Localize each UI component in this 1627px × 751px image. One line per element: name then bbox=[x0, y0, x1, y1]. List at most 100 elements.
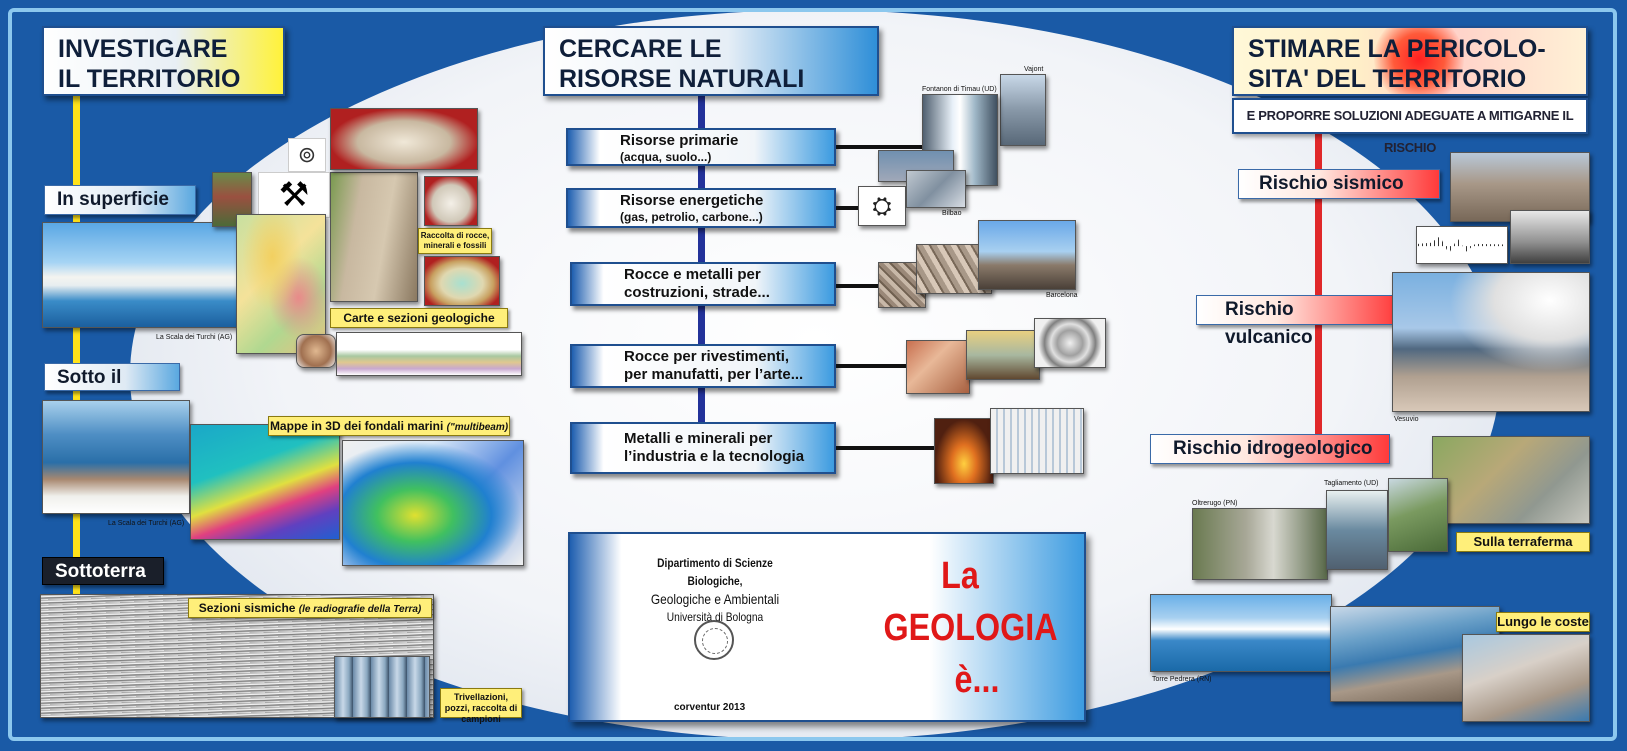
photo-bathymetry-map bbox=[342, 440, 524, 566]
caption-tagliamento: Tagliamento (UD) bbox=[1324, 480, 1379, 487]
photo-foundry bbox=[934, 418, 994, 484]
dept-line2: Geologiche e Ambientali bbox=[650, 591, 780, 607]
title-line: SITA' DEL TERRITORIO bbox=[1248, 65, 1527, 93]
photo-coast bbox=[42, 400, 190, 514]
caption-maps-3d-main: Mappe in 3D dei fondali marini bbox=[269, 419, 444, 433]
oil-rig-icon: ⛭ bbox=[872, 193, 892, 220]
photo-outcrop bbox=[330, 172, 418, 302]
resource-rivestimenti: Rocce per rivestimenti, per manufatti, p… bbox=[570, 344, 836, 388]
resource-main: Rocce e metalli per bbox=[624, 266, 761, 283]
caption-maps-3d: Mappe in 3D dei fondali marini ("multibe… bbox=[268, 416, 510, 436]
label-in-superficie: In superficie bbox=[44, 185, 196, 215]
photo-erosion bbox=[1388, 478, 1448, 552]
connector bbox=[836, 446, 934, 450]
photo-drill-cores bbox=[334, 656, 430, 718]
resource-sub: per manufatti, per l’arte... bbox=[624, 366, 804, 383]
caption-drilling: Trivellazioni, pozzi, raccolta di campio… bbox=[440, 688, 522, 724]
caption-seismic: Sezioni sismiche (le radiografie della T… bbox=[188, 598, 432, 618]
caption-maps-3d-note: ("multibeam) bbox=[446, 422, 509, 433]
geology-word-e: è... bbox=[954, 659, 1000, 701]
caption-bilbao: Bilbao bbox=[942, 210, 962, 217]
title-line: INVESTIGARE bbox=[58, 35, 228, 63]
dept-line1: Dipartimento di Scienze Biologiche, bbox=[657, 556, 773, 588]
credit: corventur 2013 bbox=[674, 702, 746, 713]
label-rischio-sismico: Rischio sismico bbox=[1238, 169, 1440, 199]
department-box: Dipartimento di Scienze Biologiche, Geol… bbox=[568, 532, 1086, 722]
connector bbox=[836, 364, 908, 368]
title-stimare: STIMARE LA PERICOLO- SITA' DEL TERRITORI… bbox=[1232, 26, 1588, 96]
resource-sub: (acqua, suolo...) bbox=[620, 150, 712, 164]
caption-barcelona: Barcelona bbox=[1046, 292, 1078, 299]
photo-tagliamento bbox=[1326, 490, 1388, 570]
photo-rock-sample-round bbox=[296, 334, 336, 368]
title-cercare: CERCARE LE RISORSE NATURALI bbox=[543, 26, 879, 96]
photo-ruins-bw bbox=[1510, 210, 1590, 264]
caption-rock-collection: Raccolta di rocce, minerali e fossili bbox=[418, 228, 492, 254]
resource-energetiche: Risorse energetiche (gas, petrolio, carb… bbox=[566, 188, 836, 228]
caption-vesuvio: Vesuvio bbox=[1394, 416, 1419, 423]
resource-sub: l’industria e la tecnologia bbox=[624, 448, 805, 465]
photo-oil-rig bbox=[858, 186, 906, 226]
caption-scala-turchi: La Scala dei Turchi (AG) bbox=[156, 334, 233, 341]
photo-mineral bbox=[424, 256, 500, 306]
photo-marble-slabs bbox=[906, 340, 970, 394]
photo-periodic-table bbox=[990, 408, 1084, 474]
connector bbox=[836, 284, 880, 288]
subtitle-mitigation: E PROPORRE SOLUZIONI ADEGUATE A MITIGARN… bbox=[1232, 98, 1588, 155]
photo-fossil bbox=[424, 176, 478, 226]
title-line: CERCARE LE bbox=[559, 35, 722, 63]
caption-geo-maps: Carte e sezioni geologiche bbox=[330, 308, 508, 328]
compass-icon: ⊚ bbox=[288, 138, 326, 172]
connector bbox=[836, 145, 922, 149]
label-rischio-vulcanico: Rischio vulcanico bbox=[1196, 295, 1398, 348]
photo-interior bbox=[966, 330, 1040, 380]
resource-costruzioni: Rocce e metalli per costruzioni, strade.… bbox=[570, 262, 836, 306]
photo-multibeam-3d bbox=[190, 424, 340, 540]
geology-word-geologia: GEOLOGIA bbox=[883, 607, 1058, 649]
resource-main: Risorse primarie bbox=[620, 132, 739, 149]
right-axis-line bbox=[1315, 134, 1322, 454]
geology-headline: La GEOLOGIA è... bbox=[883, 550, 1058, 706]
left-axis-line bbox=[73, 94, 80, 614]
resource-metalli: Metalli e minerali per l’industria e la … bbox=[570, 422, 836, 474]
title-line: IL TERRITORIO bbox=[58, 65, 241, 93]
caption-oltrerugo: Oltrerugo (PN) bbox=[1192, 500, 1238, 507]
photo-mosaic bbox=[1034, 318, 1106, 368]
resource-sub: costruzioni, strade... bbox=[624, 284, 770, 301]
caption-seismic-note: (le radiografie della Terra) bbox=[298, 604, 422, 615]
dept-line3: Università di Bologna bbox=[666, 610, 764, 624]
label-sottoterra: Sottoterra bbox=[42, 557, 164, 585]
photo-rock-specimen bbox=[330, 108, 478, 170]
caption-fontanon: Fontanon di Timau (UD) bbox=[922, 86, 997, 93]
photo-waves bbox=[1150, 594, 1332, 672]
photo-geologic-section bbox=[336, 332, 522, 376]
photo-breakwater bbox=[1462, 634, 1590, 722]
hammer-icon: ⚒ bbox=[258, 172, 330, 218]
connector bbox=[836, 206, 858, 210]
photo-scala-turchi bbox=[42, 222, 242, 328]
caption-terraferma: Sulla terraferma bbox=[1456, 532, 1590, 552]
caption-coste: Lungo le coste bbox=[1496, 612, 1590, 632]
label-sotto-il-mare: Sotto il mare bbox=[44, 363, 180, 416]
label-rischio-idrogeologico: Rischio idrogeologico bbox=[1150, 434, 1390, 464]
caption-scala-turchi-2: La Scala dei Turchi (AG) bbox=[108, 520, 185, 527]
resource-primarie: Risorse primarie (acqua, suolo...) bbox=[566, 128, 836, 166]
photo-bilbao bbox=[906, 170, 966, 208]
photo-vesuvio bbox=[1392, 272, 1590, 412]
resource-main: Rocce per rivestimenti, bbox=[624, 348, 790, 365]
resource-main: Risorse energetiche bbox=[620, 192, 764, 209]
title-investigare: INVESTIGARE IL TERRITORIO bbox=[42, 26, 285, 96]
red-glow bbox=[1374, 28, 1464, 94]
university-seal-icon bbox=[694, 620, 734, 660]
resource-sub: (gas, petrolio, carbone...) bbox=[620, 210, 763, 224]
geology-word-la: La bbox=[941, 555, 979, 597]
middle-axis-line bbox=[698, 94, 705, 424]
photo-landslide-road bbox=[1432, 436, 1590, 524]
department-text: Dipartimento di Scienze Biologiche, Geol… bbox=[634, 554, 796, 626]
title-line: STIMARE LA PERICOLO- bbox=[1248, 35, 1546, 63]
resource-main: Metalli e minerali per bbox=[624, 430, 773, 447]
photo-geologic-map bbox=[236, 214, 326, 354]
caption-seismic-main: Sezioni sismiche bbox=[198, 601, 296, 615]
photo-vajont-dam bbox=[1000, 74, 1046, 146]
